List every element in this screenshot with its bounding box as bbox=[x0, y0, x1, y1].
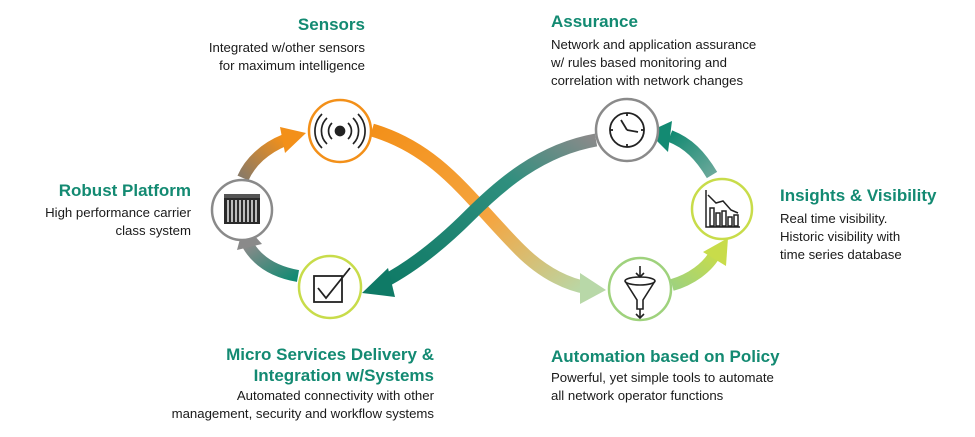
node-insights bbox=[690, 177, 754, 241]
node-microservices bbox=[297, 254, 363, 320]
bar-chart-icon bbox=[705, 190, 740, 228]
arc-automation-to-insights bbox=[670, 248, 722, 291]
microservices-title-line-2: Integration w/Systems bbox=[253, 366, 434, 385]
sensors-desc-line-1: Integrated w/other sensors bbox=[208, 40, 365, 55]
microservices-desc-line-2: management, security and workflow system… bbox=[171, 406, 434, 421]
node-assurance bbox=[594, 97, 660, 163]
platform-desc-line-2: class system bbox=[115, 223, 191, 238]
assurance-desc-line-1: Network and application assurance bbox=[551, 37, 757, 52]
automation-text: Automation based on Policy Powerful, yet… bbox=[551, 346, 780, 405]
checkbox-icon bbox=[313, 267, 351, 303]
insights-title: Insights & Visibility bbox=[780, 186, 937, 205]
arc-platform-to-sensors bbox=[237, 134, 288, 181]
insights-desc-line-3: time series database bbox=[780, 247, 902, 262]
microservices-desc-line-1: Automated connectivity with other bbox=[236, 388, 434, 403]
platform-text: Robust Platform High performance carrier… bbox=[45, 180, 191, 240]
insights-text: Insights & Visibility Real time visibili… bbox=[780, 185, 937, 264]
arrowhead-microservices bbox=[362, 268, 395, 297]
insights-desc-line-2: Historic visibility with bbox=[780, 229, 901, 244]
assurance-text: Assurance Network and application assura… bbox=[551, 11, 756, 90]
arc-sensors-to-automation bbox=[370, 123, 590, 295]
node-platform bbox=[210, 178, 274, 242]
clock-icon bbox=[609, 112, 645, 148]
node-automation bbox=[607, 256, 673, 322]
automation-desc-line-2: all network operator functions bbox=[551, 388, 724, 403]
server-chassis-icon bbox=[224, 194, 260, 224]
automation-title: Automation based on Policy bbox=[551, 347, 780, 366]
microservices-title-line-1: Micro Services Delivery & bbox=[226, 345, 434, 364]
platform-desc-line-1: High performance carrier bbox=[45, 205, 191, 220]
assurance-desc-line-3: correlation with network changes bbox=[551, 73, 744, 88]
broadcast-icon bbox=[314, 113, 366, 149]
sensors-desc-line-2: for maximum intelligence bbox=[219, 58, 365, 73]
arrowhead-sensors bbox=[280, 127, 306, 153]
arc-insights-to-assurance bbox=[667, 130, 718, 179]
assurance-title: Assurance bbox=[551, 12, 638, 31]
funnel-icon bbox=[624, 266, 656, 320]
platform-title: Robust Platform bbox=[58, 181, 191, 200]
microservices-text: Micro Services Delivery & Integration w/… bbox=[172, 344, 434, 423]
arrowhead-automation bbox=[580, 273, 606, 304]
arc-microservices-to-platform bbox=[242, 241, 300, 282]
sensors-title: Sensors bbox=[297, 15, 365, 34]
insights-desc-line-1: Real time visibility. bbox=[780, 211, 888, 226]
arrowhead-insights bbox=[703, 238, 728, 266]
assurance-desc-line-2: w/ rules based monitoring and bbox=[551, 55, 727, 70]
node-sensors bbox=[307, 98, 373, 164]
sensors-text: Sensors Integrated w/other sensors for m… bbox=[209, 14, 365, 75]
arc-assurance-to-microservices bbox=[379, 133, 598, 288]
automation-desc-line-1: Powerful, yet simple tools to automate bbox=[551, 370, 774, 385]
arrowhead-assurance bbox=[648, 121, 672, 152]
